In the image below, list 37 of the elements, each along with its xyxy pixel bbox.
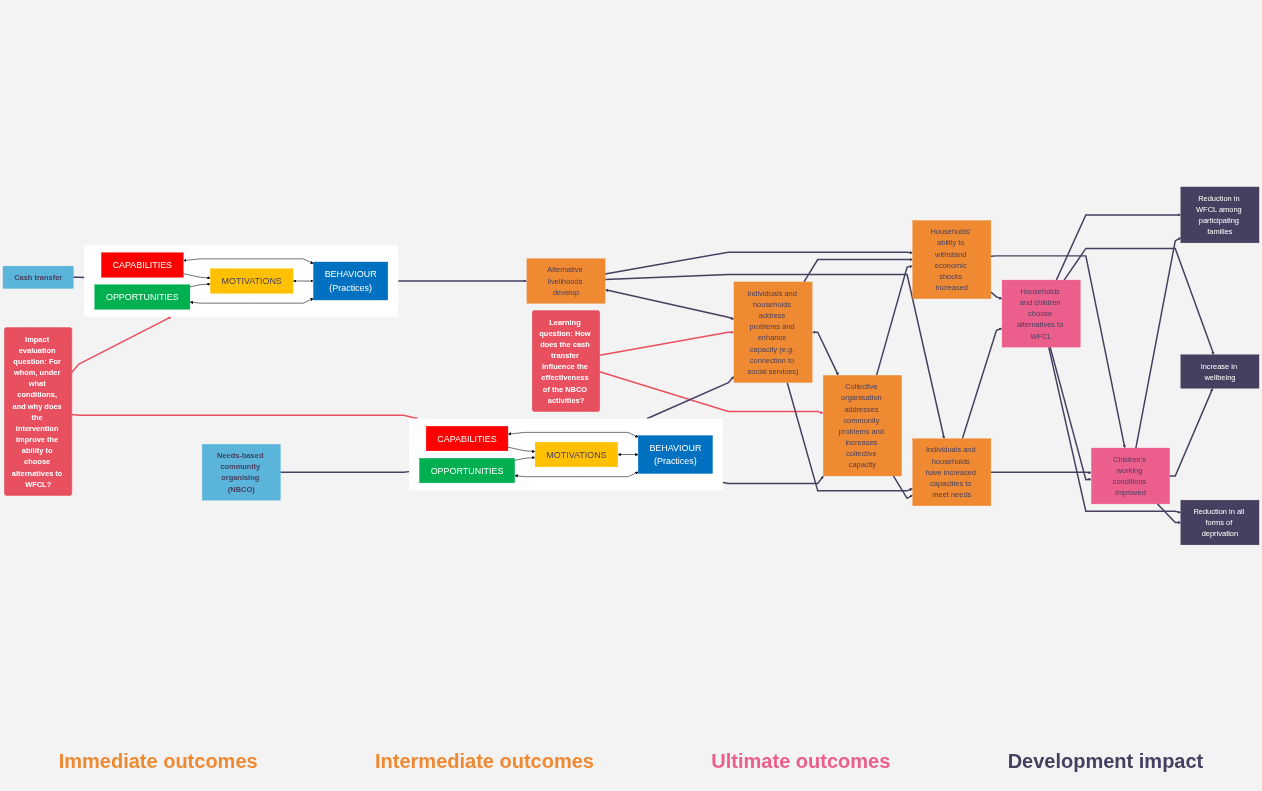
connector [279,470,410,473]
arrow [70,316,172,373]
arrow [1048,345,1181,514]
node-box: CAPABILITIES [426,425,509,451]
arrow [892,474,913,499]
node-box: OPPORTUNITIES [94,284,191,310]
arrow [646,375,735,420]
arrow [875,264,913,376]
node-box: CAPABILITIES [101,252,184,278]
arrow [1135,237,1181,449]
arrow [1049,345,1092,481]
cluster [84,244,399,317]
arrow [1055,212,1181,281]
arrow [722,475,824,484]
cluster [409,418,723,491]
column-heading: Ultimate outcomes [711,749,891,773]
arrow [397,278,528,283]
arrow [990,470,1092,474]
arrow [961,327,1003,440]
column-heading: Intermediate outcomes [375,749,594,773]
node-box: BEHAVIOUR (Practices) [313,261,388,300]
arrow [786,381,913,492]
node-box: BEHAVIOUR (Practices) [638,434,713,474]
arrow [1156,502,1181,524]
arrow [1063,247,1215,355]
arrow [604,273,946,439]
arrow [598,330,735,356]
node-box: OPPORTUNITIES [419,457,515,483]
node-box: MOTIVATIONS [534,441,618,467]
arrow [812,330,839,376]
arrow [604,250,913,275]
arrow [598,370,824,414]
arrow [803,257,913,283]
column-heading: Development impact [1007,749,1204,773]
node-box: MOTIVATIONS [210,268,294,294]
arrow [605,288,735,320]
column-heading: Immediate outcomes [58,749,258,773]
